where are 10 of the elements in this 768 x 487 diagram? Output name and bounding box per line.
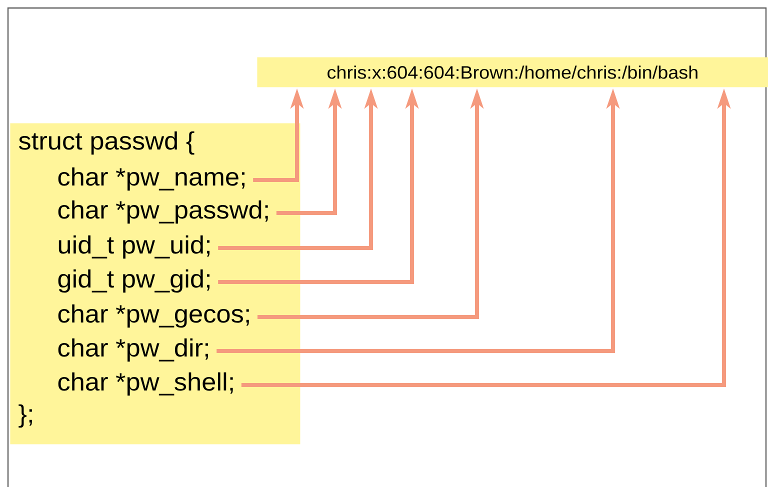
code-line: char *pw_gecos; xyxy=(58,304,249,328)
code-line: }; xyxy=(18,404,32,428)
code-line: struct passwd { xyxy=(18,131,194,155)
code-line: char *pw_shell; xyxy=(58,372,233,396)
code-line: char *pw_passwd; xyxy=(58,200,268,224)
code-line: char *pw_dir; xyxy=(58,338,208,362)
code-line: char *pw_name; xyxy=(58,167,244,191)
code-line: uid_t pw_uid; xyxy=(58,235,210,259)
struct-box xyxy=(10,123,300,444)
code-line: gid_t pw_gid; xyxy=(58,269,210,293)
